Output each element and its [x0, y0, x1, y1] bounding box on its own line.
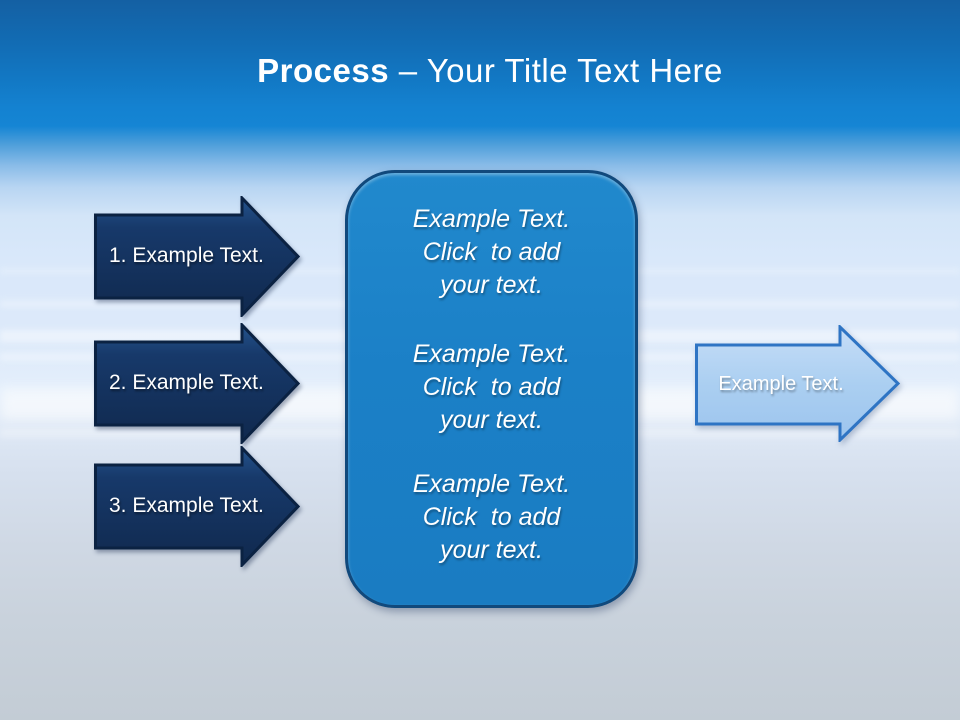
text-line: your text. [440, 536, 543, 564]
process-step-2-arrow: 2. Example Text. [94, 323, 300, 444]
process-step-2-label: 2. Example Text. [109, 371, 264, 394]
right-arrow-shape-icon [94, 323, 300, 444]
text-line: Example Text. [412, 205, 571, 233]
center-text-block-3: Example Text. Click to add your text. [348, 468, 635, 567]
center-content-box: Example Text. Click to add your text. Ex… [345, 170, 638, 608]
right-arrow-shape-icon [94, 446, 300, 567]
process-step-3-arrow: 3. Example Text. [94, 446, 300, 567]
text-line: your text. [440, 271, 543, 299]
right-arrow-shape-icon [695, 325, 901, 442]
text-line: Click to add [422, 373, 561, 401]
process-step-1-arrow: 1. Example Text. [94, 196, 300, 317]
text-line: Example Text. [412, 340, 571, 368]
right-arrow-shape-icon [94, 196, 300, 317]
text-line: your text. [440, 406, 543, 434]
process-step-1-label: 1. Example Text. [109, 244, 264, 267]
center-text-block-2: Example Text. Click to add your text. [348, 338, 635, 437]
slide-title-keyword: Process [257, 52, 390, 89]
output-arrow-label: Example Text. [718, 373, 844, 395]
slide-title-rest: – Your Title Text Here [389, 52, 723, 89]
slide-title: Process – Your Title Text Here [10, 52, 960, 90]
text-line: Click to add [422, 238, 561, 266]
process-step-3-label: 3. Example Text. [109, 494, 264, 517]
output-arrow: Example Text. [695, 325, 901, 442]
center-text-block-1: Example Text. Click to add your text. [348, 203, 635, 302]
text-line: Example Text. [412, 470, 571, 498]
text-line: Click to add [422, 503, 561, 531]
